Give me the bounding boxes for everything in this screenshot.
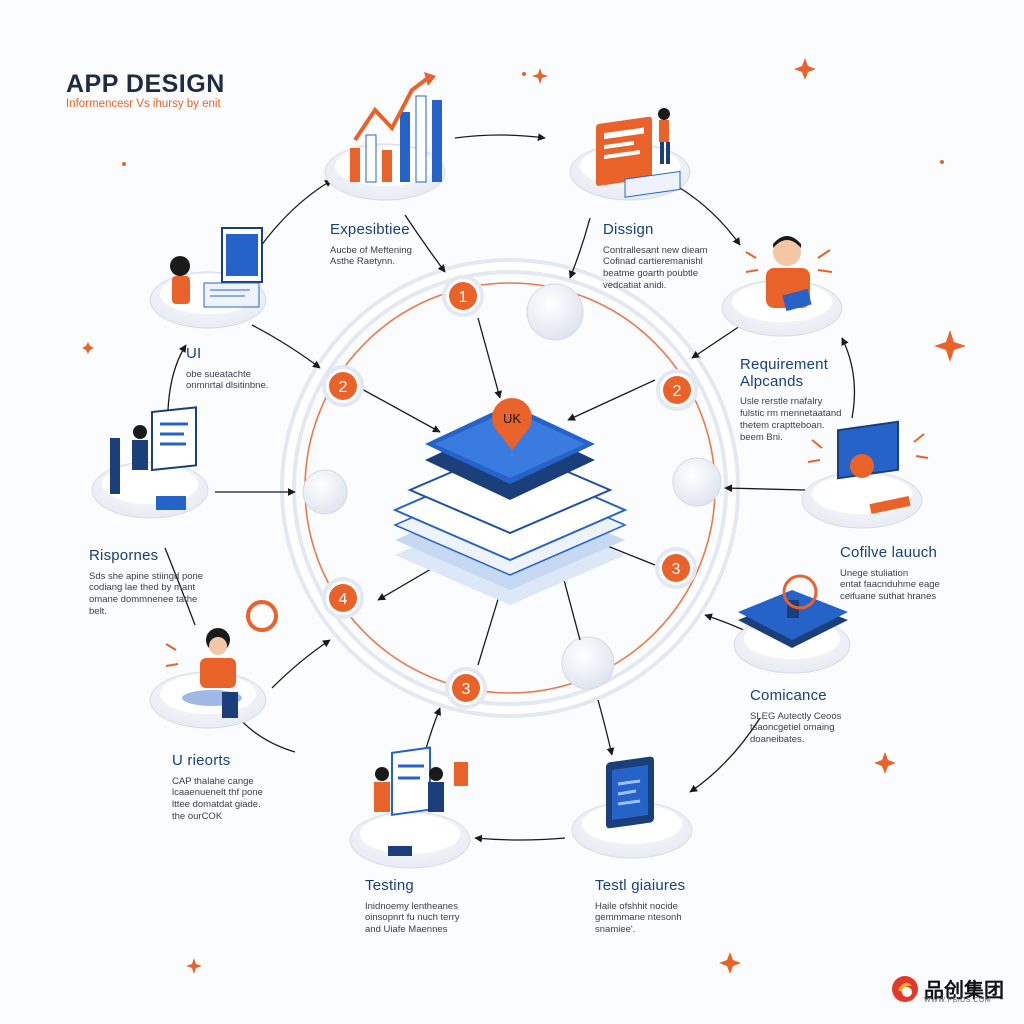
stage-label-testlgiaiures: Testl giaiures Haile ofshhit nocide gemm… bbox=[595, 877, 745, 936]
stage-text: SLEG Autectly Ceoos tsaoncgetiel omaing … bbox=[750, 710, 842, 746]
stage-label-ui: UI obe sueatachte onmnrtal dlsitinbne. bbox=[186, 345, 336, 392]
launch-screen-icon bbox=[807, 420, 929, 515]
design-monitor-icon bbox=[596, 108, 681, 198]
svg-text:4: 4 bbox=[339, 591, 348, 608]
stage-title: Dissign bbox=[603, 221, 654, 238]
stage-title: Expesibtiee bbox=[330, 221, 410, 238]
stage-text: Unege stuliation entat faacnduhme eage c… bbox=[840, 567, 940, 603]
stage-text: Aucbe of Meftening Asthe Raetynn. bbox=[330, 244, 412, 268]
page-title: APP DESIGN bbox=[66, 70, 225, 98]
step-marker-2b: 2 bbox=[656, 369, 698, 411]
stage-text: obe sueatachte onmnrtal dlsitinbne. bbox=[186, 368, 269, 392]
center-badge: UK bbox=[492, 398, 532, 450]
page-subtitle: Informencesr Vs ihursy by enit bbox=[66, 98, 221, 110]
pad-cofilve bbox=[801, 471, 923, 529]
svg-text:2: 2 bbox=[673, 383, 682, 400]
ureorts-person-icon bbox=[165, 600, 278, 718]
stage-label-dissign: Dissign Contrallesant new dieam Cofinad … bbox=[603, 221, 753, 292]
svg-text:3: 3 bbox=[462, 681, 471, 698]
svg-text:2: 2 bbox=[339, 379, 348, 396]
step-marker-3a: 3 bbox=[655, 547, 697, 589]
stage-text: CAP thalahe cange lcaaenuenelt thf pone … bbox=[172, 775, 263, 823]
growth-chart-icon bbox=[350, 72, 442, 183]
step-markers: 1 2 2 3 3 4 bbox=[322, 275, 698, 709]
stage-text: Inidnoemy lentheanes oinsopnrt fu nuch t… bbox=[365, 900, 460, 936]
ring-bubbles bbox=[302, 283, 722, 690]
stage-label-testing: Testing Inidnoemy lentheanes oinsopnrt f… bbox=[365, 877, 515, 936]
stage-text: Usle rerstle rnafalry fulstic rm menneta… bbox=[740, 396, 842, 443]
stage-title: Cofilve lauuch bbox=[840, 544, 938, 561]
stage-text: Haile ofshhit nocide gemmmane ntesonh sn… bbox=[595, 900, 682, 936]
requirement-person-icon bbox=[745, 236, 833, 312]
testlgiaiures-tablet-icon bbox=[606, 756, 654, 829]
step-marker-4: 4 bbox=[322, 577, 364, 619]
svg-text:1: 1 bbox=[459, 289, 468, 306]
step-marker-1: 1 bbox=[442, 275, 484, 317]
watermark-text: 品创集团 bbox=[924, 978, 1004, 1002]
stage-title: Testing bbox=[365, 877, 414, 894]
stage-label-rispornes: Rispornes Sds she apine stiingd pone cod… bbox=[89, 547, 239, 618]
stage-text: Contrallesant new dieam Cofinad cartiere… bbox=[603, 244, 708, 292]
stage-label-requirement: Requirement Alpcands Usle rerstle rnafal… bbox=[740, 356, 890, 444]
watermark-url: WWW.PBIDS.COM bbox=[924, 997, 992, 1004]
stage-label-ureorts: U rieorts CAP thalahe cange lcaaenuenelt… bbox=[172, 752, 322, 823]
presentation-board-icon bbox=[110, 406, 197, 510]
sparkle-decorations bbox=[82, 58, 966, 974]
step-marker-2a: 2 bbox=[322, 365, 364, 407]
watermark-logo-icon bbox=[892, 976, 918, 1002]
ui-designer-icon bbox=[170, 227, 263, 308]
stage-title: UI bbox=[186, 345, 202, 362]
step-marker-3b: 3 bbox=[445, 667, 487, 709]
pad-rispornes bbox=[91, 461, 209, 519]
stage-title: U rieorts bbox=[172, 752, 231, 769]
stage-label-expesibtiee: Expesibtiee Aucbe of Meftening Asthe Rae… bbox=[330, 221, 480, 268]
stage-title: Requirement Alpcands bbox=[740, 356, 829, 390]
testing-team-icon bbox=[374, 746, 468, 856]
comicance-device-icon bbox=[738, 574, 848, 648]
watermark: 品创集团 WWW.PBIDS.COM bbox=[890, 972, 1010, 1006]
stage-title: Rispornes bbox=[89, 547, 159, 564]
svg-text:UK: UK bbox=[503, 411, 521, 426]
svg-text:3: 3 bbox=[672, 561, 681, 578]
stage-label-cofilve: Cofilve lauuch Unege stuliation entat fa… bbox=[840, 544, 990, 603]
stage-label-comicance: Comicance SLEG Autectly Ceoos tsaoncgeti… bbox=[750, 687, 900, 746]
stage-text: Sds she apine stiingd pone codiang lae t… bbox=[89, 570, 204, 618]
stage-title: Comicance bbox=[750, 687, 827, 704]
stage-title: Testl giaiures bbox=[595, 877, 686, 894]
pad-testing bbox=[349, 811, 471, 869]
outer-arrows bbox=[164, 133, 856, 843]
